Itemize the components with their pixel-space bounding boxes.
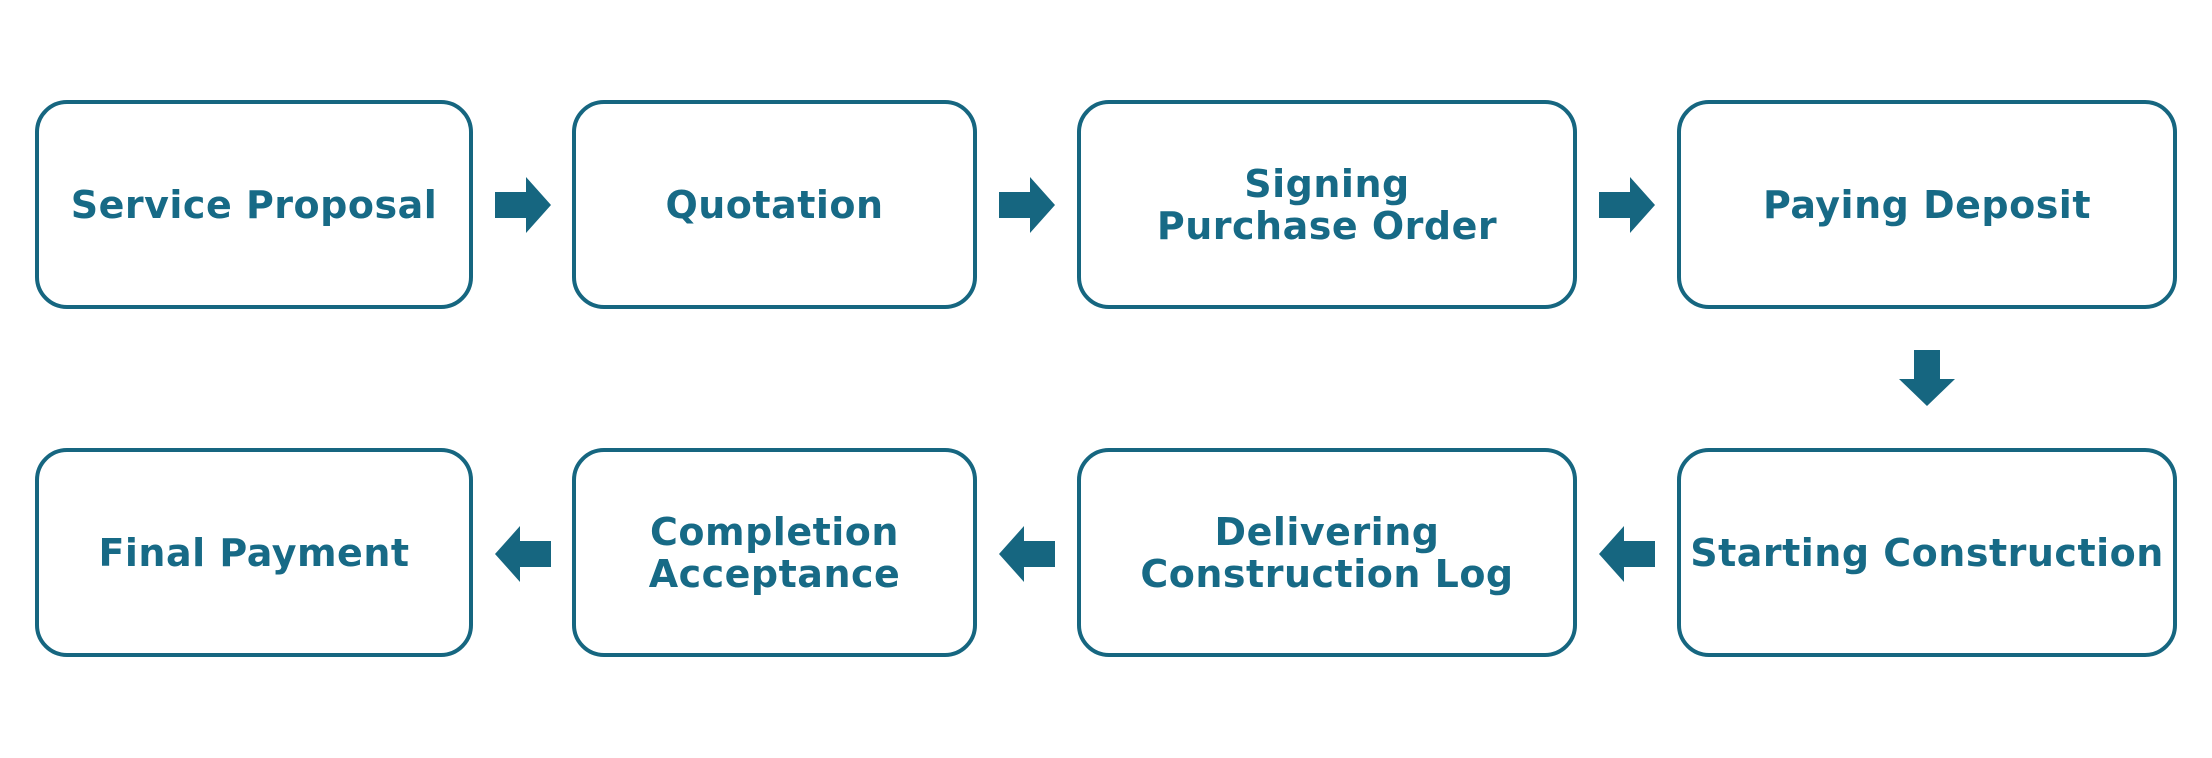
step-starting-construction: Starting Construction: [1677, 448, 2177, 657]
step-label-line-2: Purchase Order: [1156, 203, 1498, 248]
step-final-payment: Final Payment: [35, 448, 473, 657]
step-label-line-2: Construction Log: [1140, 551, 1514, 596]
step-service-proposal: Service Proposal: [35, 100, 473, 309]
step-delivering-construction-log: Delivering Construction Log: [1077, 448, 1577, 657]
step-quotation: Quotation: [572, 100, 977, 309]
step-label: Starting Construction: [1690, 530, 2164, 575]
step-label: Paying Deposit: [1762, 182, 2091, 227]
step-label-line-1: Signing: [1244, 161, 1410, 206]
arrow-left-icon: [997, 524, 1057, 584]
step-signing-purchase-order: Signing Purchase Order: [1077, 100, 1577, 309]
step-label: Final Payment: [98, 530, 410, 575]
step-label: Service Proposal: [70, 182, 438, 227]
step-label-line-1: Delivering: [1214, 509, 1440, 554]
arrow-right-icon: [997, 175, 1057, 235]
arrow-right-icon: [493, 175, 553, 235]
arrow-down-icon: [1897, 348, 1957, 408]
arrow-right-icon: [1597, 175, 1657, 235]
step-completion-acceptance: Completion Acceptance: [572, 448, 977, 657]
step-label-line-1: Completion: [650, 509, 899, 554]
step-label: Quotation: [665, 182, 884, 227]
step-paying-deposit: Paying Deposit: [1677, 100, 2177, 309]
step-label-line-2: Acceptance: [648, 551, 901, 596]
arrow-left-icon: [1597, 524, 1657, 584]
arrow-left-icon: [493, 524, 553, 584]
